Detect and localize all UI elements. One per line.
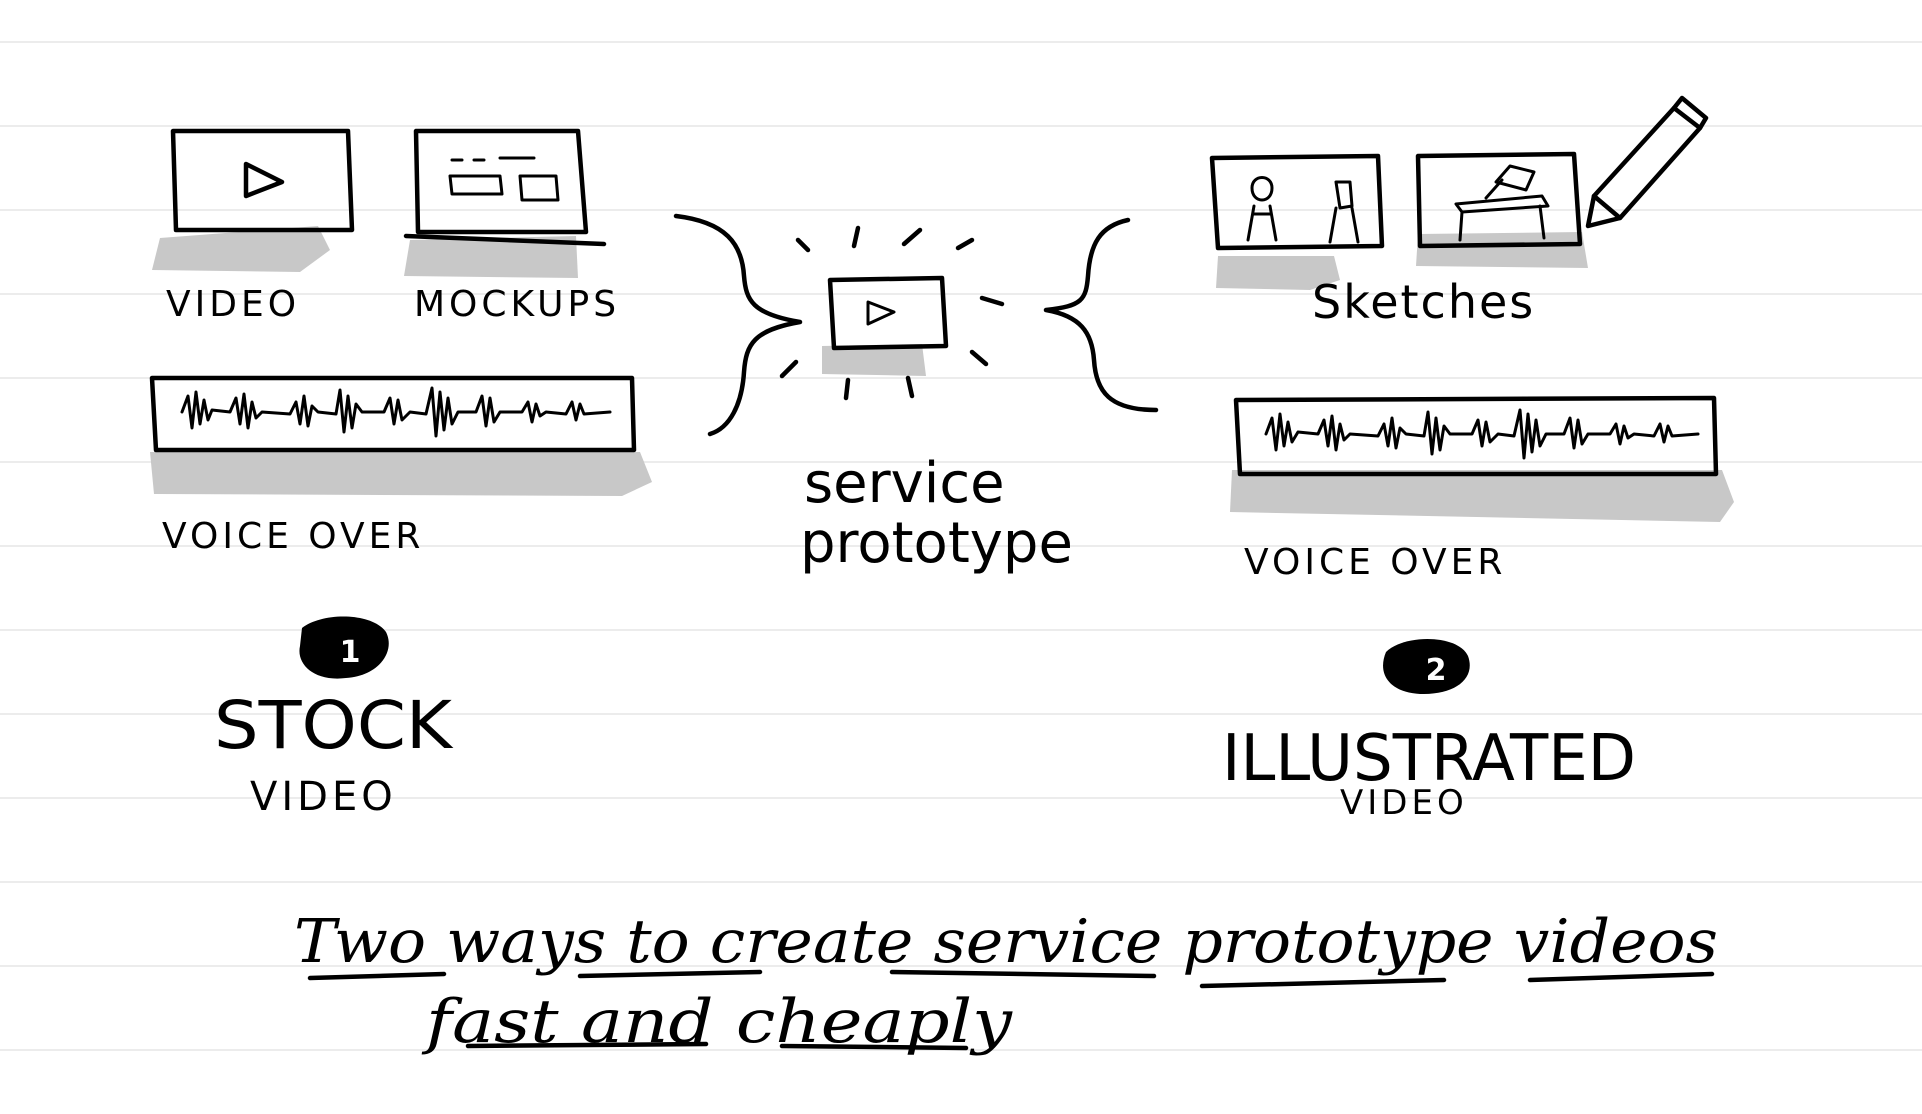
sketch-desk-icon <box>1454 164 1550 242</box>
left-number: 1 <box>340 635 361 670</box>
caption-line1: Two ways to create service prototype vid… <box>294 907 1718 977</box>
play-icon <box>243 161 285 199</box>
sketch-people-icon <box>1246 176 1360 244</box>
left-mockups-label: MOCKUPS <box>414 284 620 325</box>
left-subtitle: VIDEO <box>250 774 397 820</box>
right-sketches-label: Sketches <box>1312 275 1535 329</box>
right-number-badge: 2 <box>1383 638 1470 694</box>
right-title: ILLUSTRATED <box>1222 722 1636 796</box>
center-prototype: service prototype <box>779 225 1073 576</box>
glow-rays <box>779 225 1005 401</box>
waveform-icon <box>180 386 612 438</box>
left-brace <box>673 213 803 437</box>
center-label-line1: service <box>804 451 1005 516</box>
right-number: 2 <box>1426 653 1447 688</box>
caption: Two ways to create service prototype vid… <box>294 907 1718 1057</box>
waveform-icon <box>1264 408 1700 460</box>
left-voice-over-label: VOICE OVER <box>162 516 424 557</box>
laptop-icon <box>403 128 607 247</box>
right-brace <box>1043 217 1159 413</box>
right-subtitle: VIDEO <box>1340 783 1468 823</box>
pencil-icon <box>1585 95 1709 229</box>
caption-underlines <box>307 969 1715 1051</box>
right-voice-over-label: VOICE OVER <box>1244 542 1506 583</box>
play-icon <box>866 300 896 326</box>
right-sketches-item: Sketches <box>1209 95 1709 329</box>
left-voice-over-item: VOICE OVER <box>149 375 652 557</box>
right-voice-over-item: VOICE OVER <box>1230 395 1734 583</box>
left-number-badge: 1 <box>299 616 389 679</box>
left-mockups-item: MOCKUPS <box>403 128 620 325</box>
left-title: STOCK <box>214 687 454 764</box>
left-video-label: VIDEO <box>166 284 300 325</box>
left-video-item: VIDEO <box>152 128 355 325</box>
center-label-line2: prototype <box>800 511 1073 576</box>
